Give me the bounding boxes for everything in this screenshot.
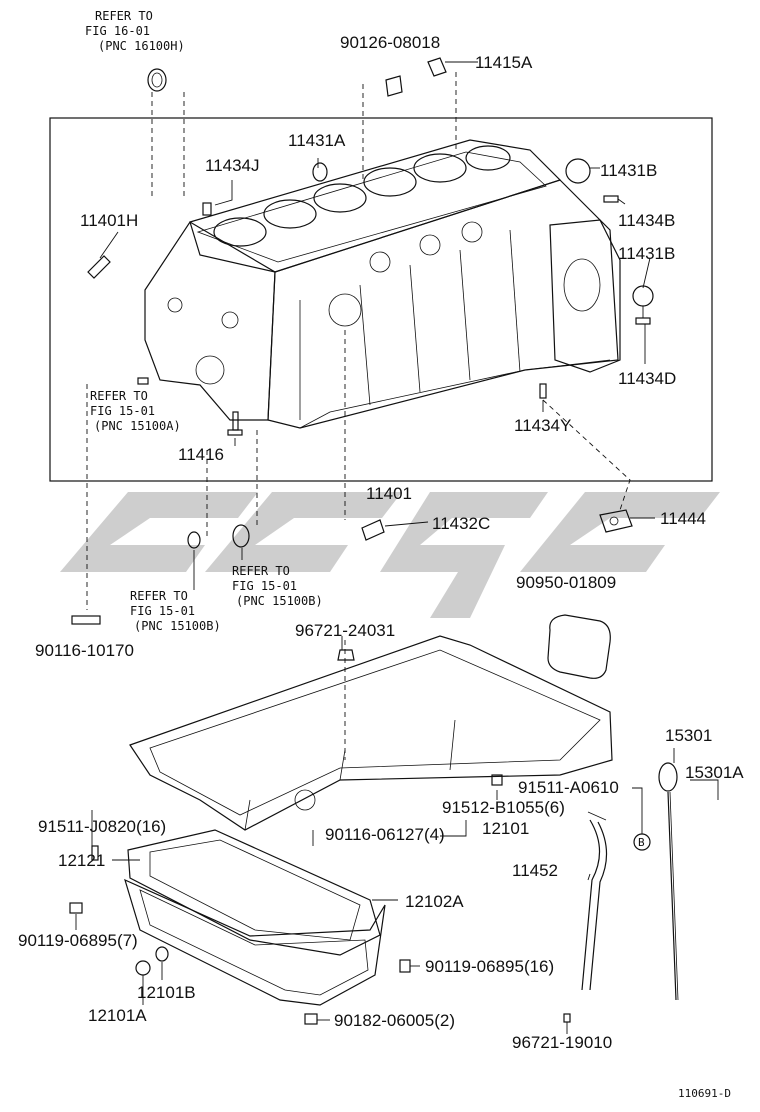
label-15301a: 15301A: [685, 763, 744, 782]
small-parts: [71, 57, 654, 679]
marker-letter-b: B: [638, 836, 645, 849]
label-11431a: 11431A: [288, 131, 346, 150]
label-90182-06005: 90182-06005(2): [334, 1011, 455, 1030]
refer-note-fig15-a: REFER TO FIG 15-01 (PNC 15100A): [90, 389, 181, 433]
svg-text:FIG 15-01: FIG 15-01: [130, 604, 195, 618]
label-11416: 11416: [178, 445, 224, 464]
refer-note-fig15-b-right: REFER TO FIG 15-01 (PNC 15100B): [232, 564, 323, 608]
label-11432c: 11432C: [432, 514, 490, 533]
label-15301: 15301: [665, 726, 712, 745]
label-96721-24031: 96721-24031: [295, 621, 395, 640]
svg-text:REFER TO: REFER TO: [130, 589, 188, 603]
label-11434y: 11434Y: [514, 416, 571, 435]
svg-text:REFER TO: REFER TO: [90, 389, 148, 403]
watermark-logo: [60, 492, 720, 618]
label-11401h: 11401H: [80, 211, 138, 230]
label-11434d: 11434D: [618, 369, 676, 388]
label-91512-b1055: 91512-B1055(6): [442, 798, 565, 817]
refer-note-fig15-b-left: REFER TO FIG 15-01 (PNC 15100B): [130, 589, 221, 633]
figure-code: 110691-D: [678, 1087, 731, 1100]
label-12101a: 12101A: [88, 1006, 147, 1025]
svg-text:(PNC 16100H): (PNC 16100H): [98, 39, 185, 53]
label-91511-a0610: 91511-A0610: [518, 778, 619, 797]
label-11431b-mid: 11431B: [618, 244, 675, 263]
label-96721-19010: 96721-19010: [512, 1033, 612, 1052]
dipstick-assembly: [563, 762, 679, 1023]
svg-text:REFER TO: REFER TO: [95, 9, 153, 23]
svg-text:(PNC 15100B): (PNC 15100B): [134, 619, 221, 633]
svg-text:FIG 15-01: FIG 15-01: [232, 579, 297, 593]
label-11401: 11401: [366, 484, 412, 503]
label-11452: 11452: [512, 861, 558, 880]
label-11434b: 11434B: [618, 211, 675, 230]
oil-pan-assembly: B: [69, 635, 651, 1025]
cylinder-block: [144, 139, 621, 429]
label-90126-08018: 90126-08018: [340, 33, 440, 52]
refer-note-fig16: REFER TO FIG 16-01 (PNC 16100H): [85, 9, 185, 53]
label-90119-06895-7: 90119-06895(7): [18, 931, 138, 950]
block-frame: [49, 117, 713, 482]
label-12102a: 12102A: [405, 892, 464, 911]
svg-text:REFER TO: REFER TO: [232, 564, 290, 578]
label-90950-01809: 90950-01809: [516, 573, 616, 592]
part-labels: 90126-08018 11415A 11431A 11434J 11431B …: [18, 33, 744, 1052]
label-91511-j0820: 91511-J0820(16): [38, 817, 166, 836]
label-12101b: 12101B: [137, 983, 196, 1002]
label-90116-10170: 90116-10170: [35, 641, 134, 660]
label-12121: 12121: [58, 851, 105, 870]
label-11431b-top: 11431B: [600, 161, 657, 180]
svg-text:(PNC 15100A): (PNC 15100A): [94, 419, 181, 433]
svg-text:(PNC 15100B): (PNC 15100B): [236, 594, 323, 608]
leader-lines: [75, 61, 719, 1034]
label-90116-06127: 90116-06127(4): [325, 825, 445, 844]
svg-text:FIG 16-01: FIG 16-01: [85, 24, 150, 38]
label-11434j: 11434J: [205, 156, 260, 175]
svg-text:FIG 15-01: FIG 15-01: [90, 404, 155, 418]
label-11415a: 11415A: [475, 53, 533, 72]
label-11444: 11444: [660, 509, 706, 528]
label-90119-06895-16: 90119-06895(16): [425, 957, 554, 976]
label-12101: 12101: [482, 819, 529, 838]
